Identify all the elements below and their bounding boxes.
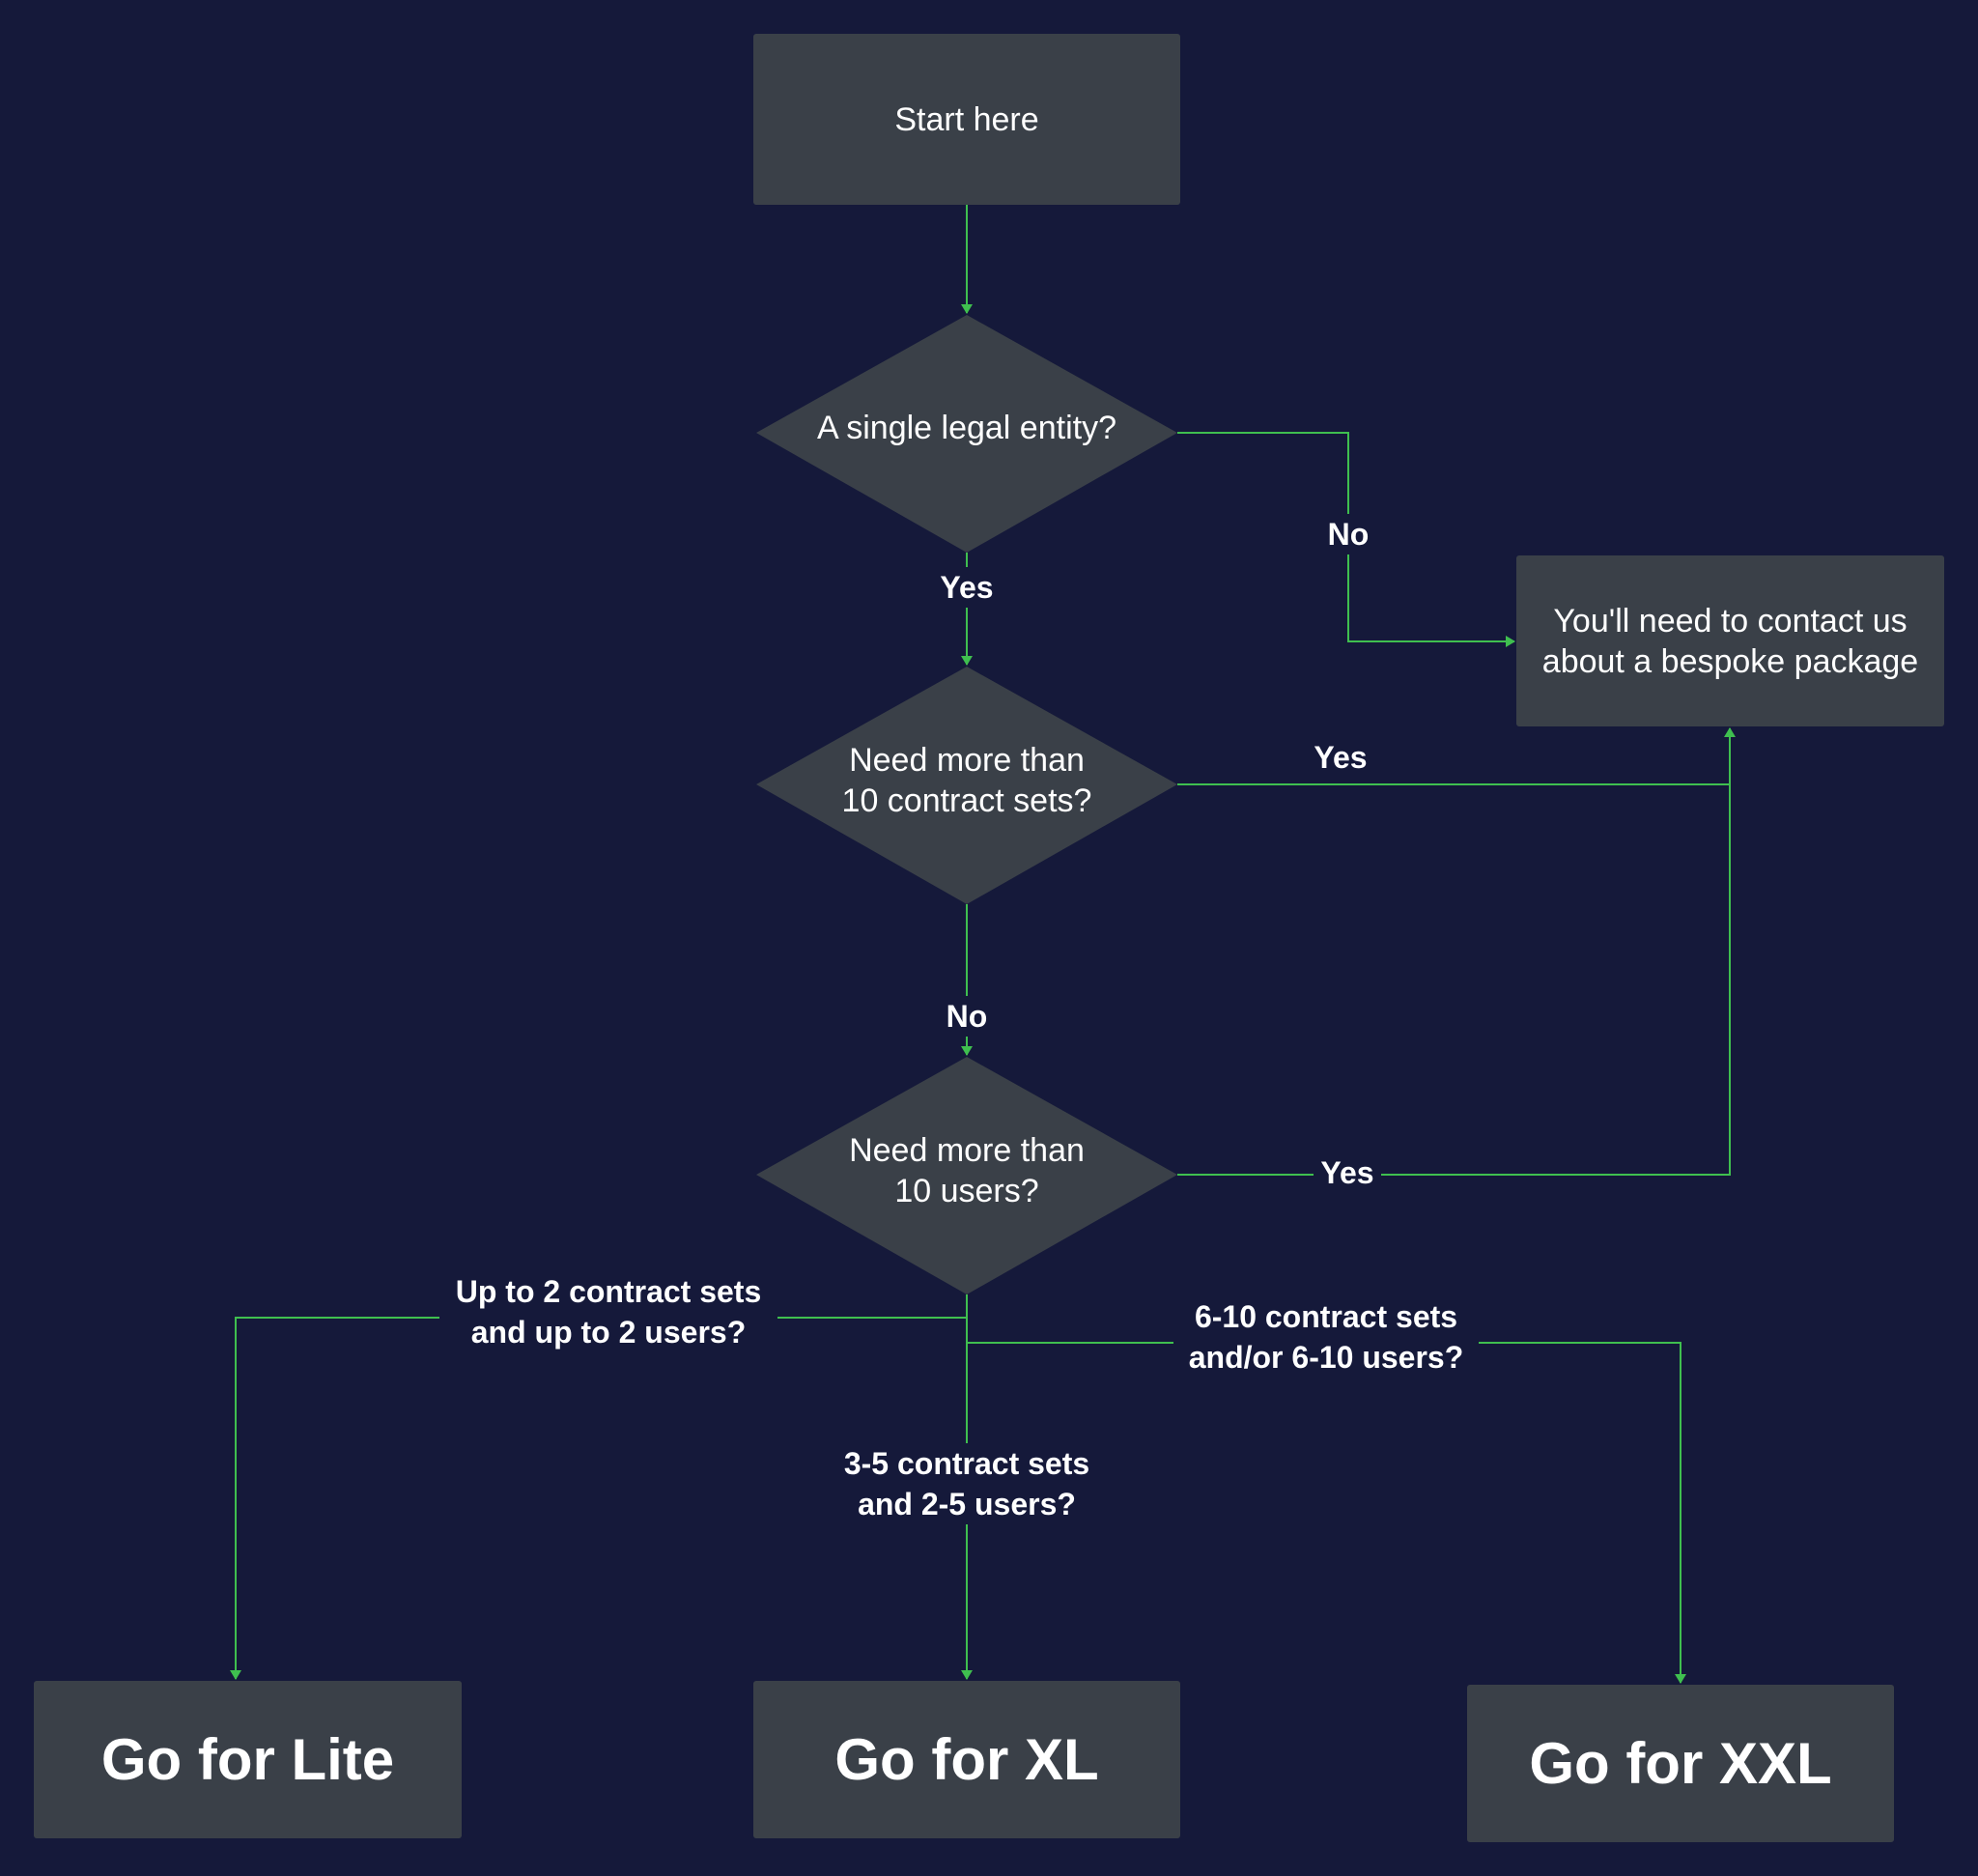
decision-contracts-label-line2: 10 contract sets? xyxy=(841,782,1092,819)
edge-label-users-yes: Yes xyxy=(1314,1152,1381,1193)
result-xl-node: Go for XL xyxy=(753,1681,1180,1838)
edge-label-xl: 3-5 contract sets and 2-5 users? xyxy=(821,1443,1113,1524)
decision-users-label-line2: 10 users? xyxy=(894,1173,1039,1209)
edge-label-contracts-no: No xyxy=(938,996,996,1037)
result-lite-label: Go for Lite xyxy=(100,1726,395,1792)
edge-label-xxl-line1: 6-10 contract sets xyxy=(1194,1299,1458,1334)
start-node: Start here xyxy=(753,34,1180,205)
decision-users-label-line1: Need more than xyxy=(849,1132,1085,1169)
start-node-label: Start here xyxy=(894,100,1039,138)
decision-contracts-label-wrap: Need more than 10 contract sets? xyxy=(773,740,1161,821)
edge-label-xxl-line2: and/or 6-10 users? xyxy=(1188,1340,1464,1375)
edge-label-lite-line1: Up to 2 contract sets xyxy=(455,1274,762,1309)
decision-users-label-wrap: Need more than 10 users? xyxy=(773,1130,1161,1211)
edge-label-entity-yes: Yes xyxy=(930,567,1003,608)
result-xxl-label: Go for XXL xyxy=(1529,1730,1832,1796)
decision-diamond-contracts xyxy=(756,667,1177,904)
edge-users-to-contact xyxy=(1177,727,1736,1176)
decision-contracts-label-line1: Need more than xyxy=(849,742,1085,779)
edge-label-xl-line1: 3-5 contract sets xyxy=(843,1446,1090,1481)
edge-label-xl-line2: and 2-5 users? xyxy=(858,1487,1076,1521)
decision-diamond-users xyxy=(756,1057,1177,1294)
contact-node: You'll need to contact us about a bespok… xyxy=(1516,555,1944,726)
result-xl-label: Go for XL xyxy=(834,1726,1099,1792)
edge-label-entity-no: No xyxy=(1319,514,1377,554)
edge-label-contracts-yes: Yes xyxy=(1314,740,1368,775)
decision-entity-label: A single legal entity? xyxy=(817,410,1116,446)
edge-label-lite: Up to 2 contract sets and up to 2 users? xyxy=(439,1271,777,1352)
result-lite-node: Go for Lite xyxy=(34,1681,462,1838)
decision-entity-label-wrap: A single legal entity? xyxy=(773,394,1161,462)
result-xxl-node: Go for XXL xyxy=(1467,1685,1894,1842)
contact-node-line1: You'll need to contact us xyxy=(1553,602,1907,640)
edge-label-xxl: 6-10 contract sets and/or 6-10 users? xyxy=(1173,1296,1479,1378)
edge-label-lite-line2: and up to 2 users? xyxy=(470,1315,747,1350)
contact-node-line2: about a bespoke package xyxy=(1541,642,1919,680)
decision-diamond-entity xyxy=(756,315,1177,553)
